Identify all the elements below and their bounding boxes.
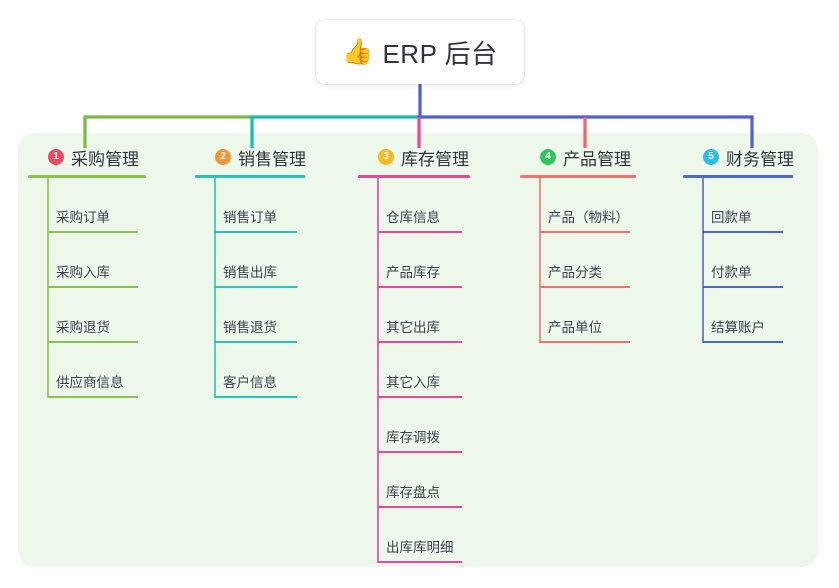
column-underline [195,175,305,178]
column-title: 销售管理 [238,149,306,169]
list-item-label: 库存调拨 [386,430,440,445]
list-item[interactable]: 仓库信息 [358,178,478,233]
column-title: 产品管理 [563,149,631,169]
list-item[interactable]: 客户信息 [195,343,313,398]
list-item-label: 采购退货 [56,320,110,335]
list-item[interactable]: 采购退货 [28,288,154,343]
list-item-underline [540,286,630,288]
list-item[interactable]: 销售订单 [195,178,313,233]
column-items: 仓库信息产品库存其它出库其它入库库存调拨库存盘点出库库明细 [358,178,478,563]
list-item-underline [48,341,138,343]
root-node-label: ERP 后台 [382,38,498,69]
list-item[interactable]: 库存盘点 [358,453,478,508]
list-item[interactable]: 其它出库 [358,288,478,343]
list-item-underline [48,231,138,233]
list-item-underline [215,231,297,233]
column-header-1[interactable]: 1 采购管理 [28,145,154,169]
list-item-label: 其它入库 [386,375,440,390]
list-item-label: 仓库信息 [386,210,440,225]
list-item[interactable]: 库存调拨 [358,398,478,453]
list-item[interactable]: 产品库存 [358,233,478,288]
list-item[interactable]: 结算账户 [683,288,799,343]
list-item-label: 销售出库 [223,265,277,280]
list-item[interactable]: 其它入库 [358,343,478,398]
column-title: 财务管理 [726,149,794,169]
list-item-label: 出库库明细 [386,540,454,555]
list-item-label: 供应商信息 [56,375,124,390]
list-item[interactable]: 销售退货 [195,288,313,343]
list-item[interactable]: 出库库明细 [358,508,478,563]
list-item-underline [215,396,297,398]
list-item-underline [48,286,138,288]
column-header-5[interactable]: 5 财务管理 [683,145,799,169]
column-badge-5: 5 [703,149,719,165]
list-item-label: 库存盘点 [386,485,440,500]
column-badge-2: 2 [215,149,231,165]
list-item-underline [378,451,462,453]
list-item-label: 产品（物料） [548,210,629,225]
list-item-underline [378,396,462,398]
list-item-label: 客户信息 [223,375,277,390]
list-item-underline [703,341,783,343]
column-badge-4: 4 [540,149,556,165]
list-item[interactable]: 采购入库 [28,233,154,288]
column-badge-1: 1 [48,149,64,165]
column-items: 销售订单销售出库销售退货客户信息 [195,178,313,398]
column-1: 1 采购管理采购订单采购入库采购退货供应商信息 [28,145,154,398]
column-title: 库存管理 [401,149,469,169]
list-item-label: 采购入库 [56,265,110,280]
list-item-underline [540,341,630,343]
column-underline [358,175,470,178]
list-item-underline [378,561,462,563]
list-item-underline [378,341,462,343]
column-badge-3: 3 [378,149,394,165]
list-item[interactable]: 产品（物料） [520,178,642,233]
list-item[interactable]: 产品单位 [520,288,642,343]
list-item-label: 结算账户 [711,320,765,335]
list-item-underline [378,506,462,508]
column-header-2[interactable]: 2 销售管理 [195,145,313,169]
column-3: 3 库存管理仓库信息产品库存其它出库其它入库库存调拨库存盘点出库库明细 [358,145,478,563]
column-5: 5 财务管理回款单付款单结算账户 [683,145,799,343]
column-items: 产品（物料） 产品分类产品单位 [520,178,642,343]
list-item-underline [703,231,783,233]
column-underline [683,175,793,178]
list-item-label: 产品单位 [548,320,602,335]
list-item-label: 产品库存 [386,265,440,280]
column-underline [28,175,146,178]
list-item-underline [540,231,630,233]
list-item-underline [215,341,297,343]
list-item[interactable]: 供应商信息 [28,343,154,398]
column-header-4[interactable]: 4 产品管理 [520,145,642,169]
list-item-label: 回款单 [711,210,752,225]
column-items: 采购订单采购入库采购退货供应商信息 [28,178,154,398]
list-item-label: 付款单 [711,265,752,280]
column-items: 回款单付款单结算账户 [683,178,799,343]
list-item-label: 销售订单 [223,210,277,225]
list-item[interactable]: 回款单 [683,178,799,233]
list-item[interactable]: 销售出库 [195,233,313,288]
list-item-label: 其它出库 [386,320,440,335]
list-item-underline [215,286,297,288]
column-2: 2 销售管理销售订单销售出库销售退货客户信息 [195,145,313,398]
list-item-underline [48,396,138,398]
column-underline [520,175,636,178]
list-item-underline [378,231,462,233]
column-4: 4 产品管理产品（物料） 产品分类产品单位 [520,145,642,343]
diagram-panel [18,133,818,567]
list-item[interactable]: 采购订单 [28,178,154,233]
list-item-underline [378,286,462,288]
column-title: 采购管理 [71,149,139,169]
column-header-3[interactable]: 3 库存管理 [358,145,478,169]
list-item-label: 产品分类 [548,265,602,280]
list-item-label: 采购订单 [56,210,110,225]
list-item[interactable]: 产品分类 [520,233,642,288]
list-item[interactable]: 付款单 [683,233,799,288]
root-node[interactable]: 👍 ERP 后台 [316,20,524,84]
thumbs-up-icon: 👍 [342,37,374,66]
list-item-label: 销售退货 [223,320,277,335]
list-item-underline [703,286,783,288]
